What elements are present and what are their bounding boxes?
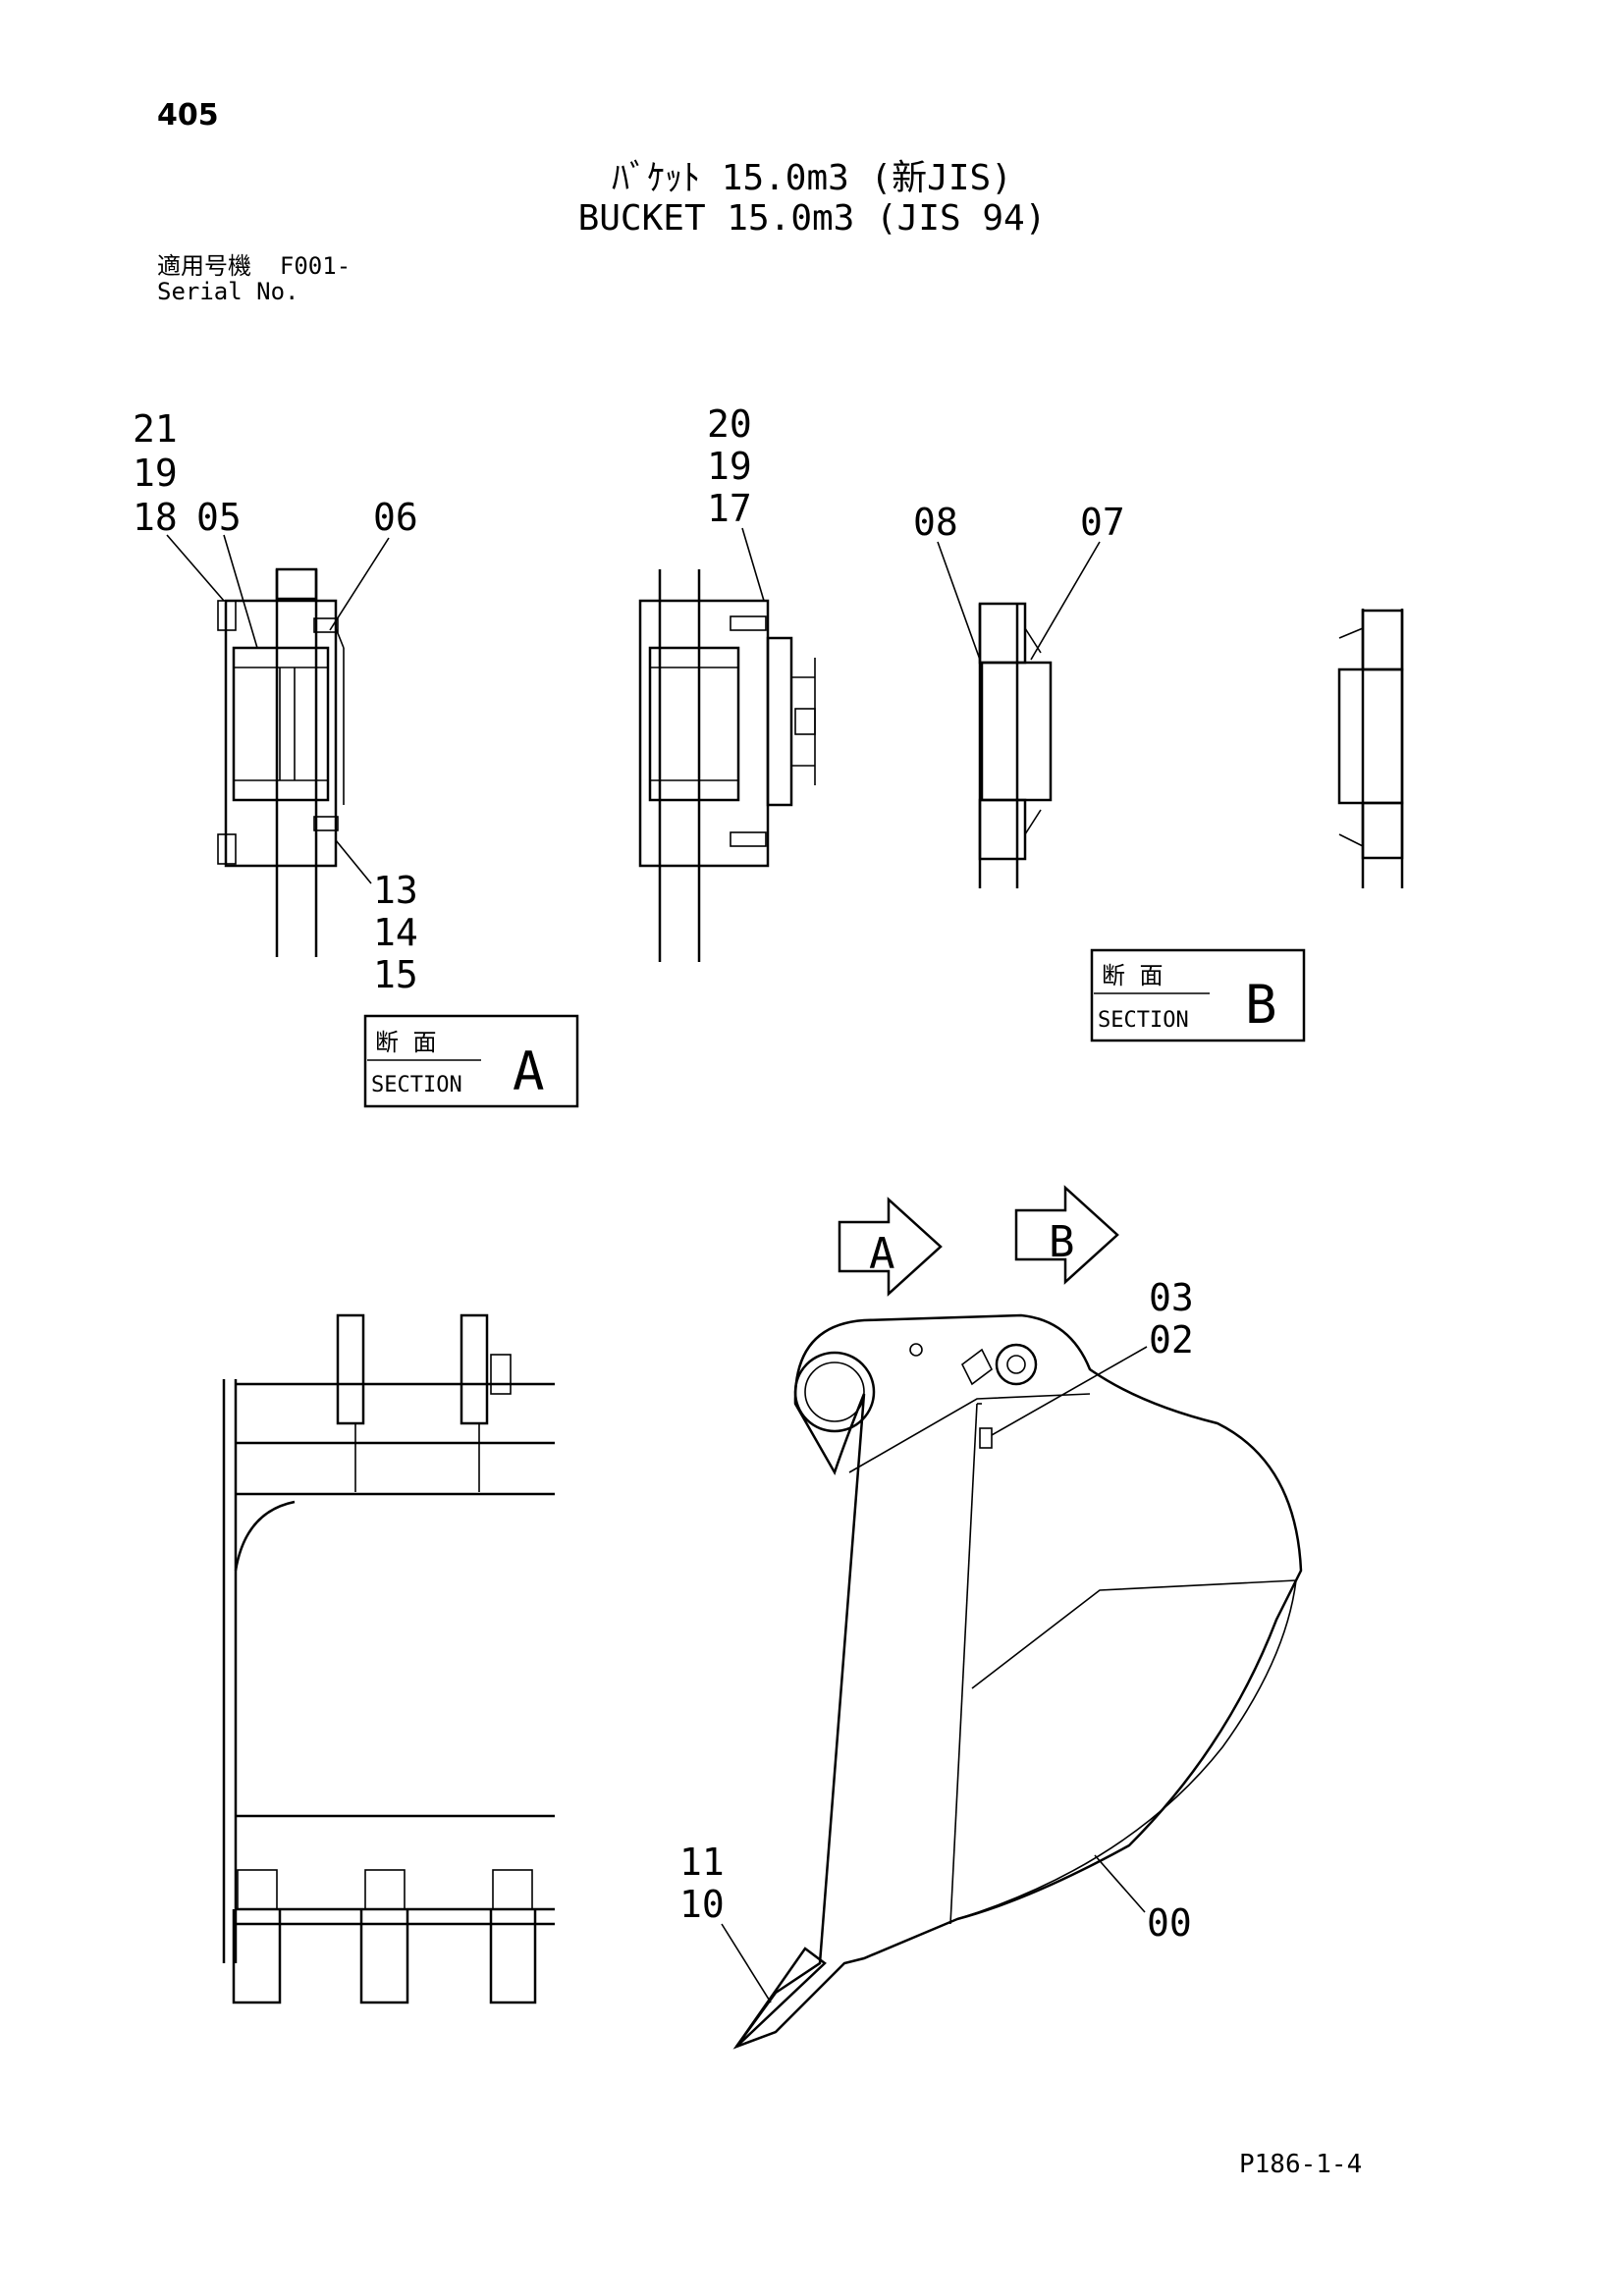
callout-13: 13 xyxy=(373,869,418,912)
bucket-side-view xyxy=(732,1313,1303,2050)
callout-15: 15 xyxy=(373,953,418,996)
callout-20: 20 xyxy=(707,402,752,446)
callout-08: 08 xyxy=(913,501,958,544)
page-number: 405 xyxy=(157,98,219,133)
callout-11: 11 xyxy=(679,1841,725,1884)
view-arrow-b xyxy=(1014,1185,1119,1285)
serial-label-jp: 適用号機 xyxy=(157,252,251,280)
section-b-letter: B xyxy=(1245,974,1277,1036)
callout-10: 10 xyxy=(679,1883,725,1926)
serial-info: 適用号機 F001- Serial No. xyxy=(157,253,351,304)
view-arrow-b-letter: B xyxy=(1049,1217,1075,1267)
serial-line-jp: 適用号機 F001- xyxy=(157,253,351,279)
callout-14: 14 xyxy=(373,911,418,954)
callout-21: 21 xyxy=(133,407,178,451)
section-a-letter: A xyxy=(513,1041,545,1102)
callout-17: 17 xyxy=(707,487,752,530)
page-reference: P186-1-4 xyxy=(1239,2150,1363,2179)
title-english: BUCKET 15.0m3 (JIS 94) xyxy=(577,198,1047,239)
section-a-right-assembly xyxy=(638,569,816,962)
section-a-label-jp: 断 面 xyxy=(375,1029,436,1056)
section-a-left-assembly xyxy=(217,567,345,957)
callout-00: 00 xyxy=(1147,1901,1192,1945)
callout-18: 18 xyxy=(133,496,178,539)
callout-19-a: 19 xyxy=(133,452,178,495)
section-b-label-jp: 断 面 xyxy=(1102,962,1163,989)
section-b-right-assembly xyxy=(1337,609,1404,888)
section-b-label-en: SECTION xyxy=(1098,1008,1189,1033)
callout-19-b: 19 xyxy=(707,445,752,488)
section-a-box xyxy=(363,1014,579,1108)
callout-02: 02 xyxy=(1149,1318,1194,1362)
callout-07: 07 xyxy=(1080,501,1125,544)
view-arrow-a-letter: A xyxy=(869,1229,895,1279)
callout-03: 03 xyxy=(1149,1276,1194,1319)
section-b-box xyxy=(1090,948,1306,1042)
serial-label-en: Serial No. xyxy=(157,278,299,305)
serial-value: F001- xyxy=(279,252,352,280)
callout-06: 06 xyxy=(373,496,418,539)
callout-05: 05 xyxy=(196,496,242,539)
view-arrow-a xyxy=(838,1197,943,1297)
title-japanese: ﾊﾞｹｯﾄ 15.0m3 (新JIS) xyxy=(612,158,1012,198)
section-a-label-en: SECTION xyxy=(371,1073,462,1097)
section-b-left-assembly xyxy=(978,602,1053,888)
bucket-front-view xyxy=(222,1313,555,2004)
